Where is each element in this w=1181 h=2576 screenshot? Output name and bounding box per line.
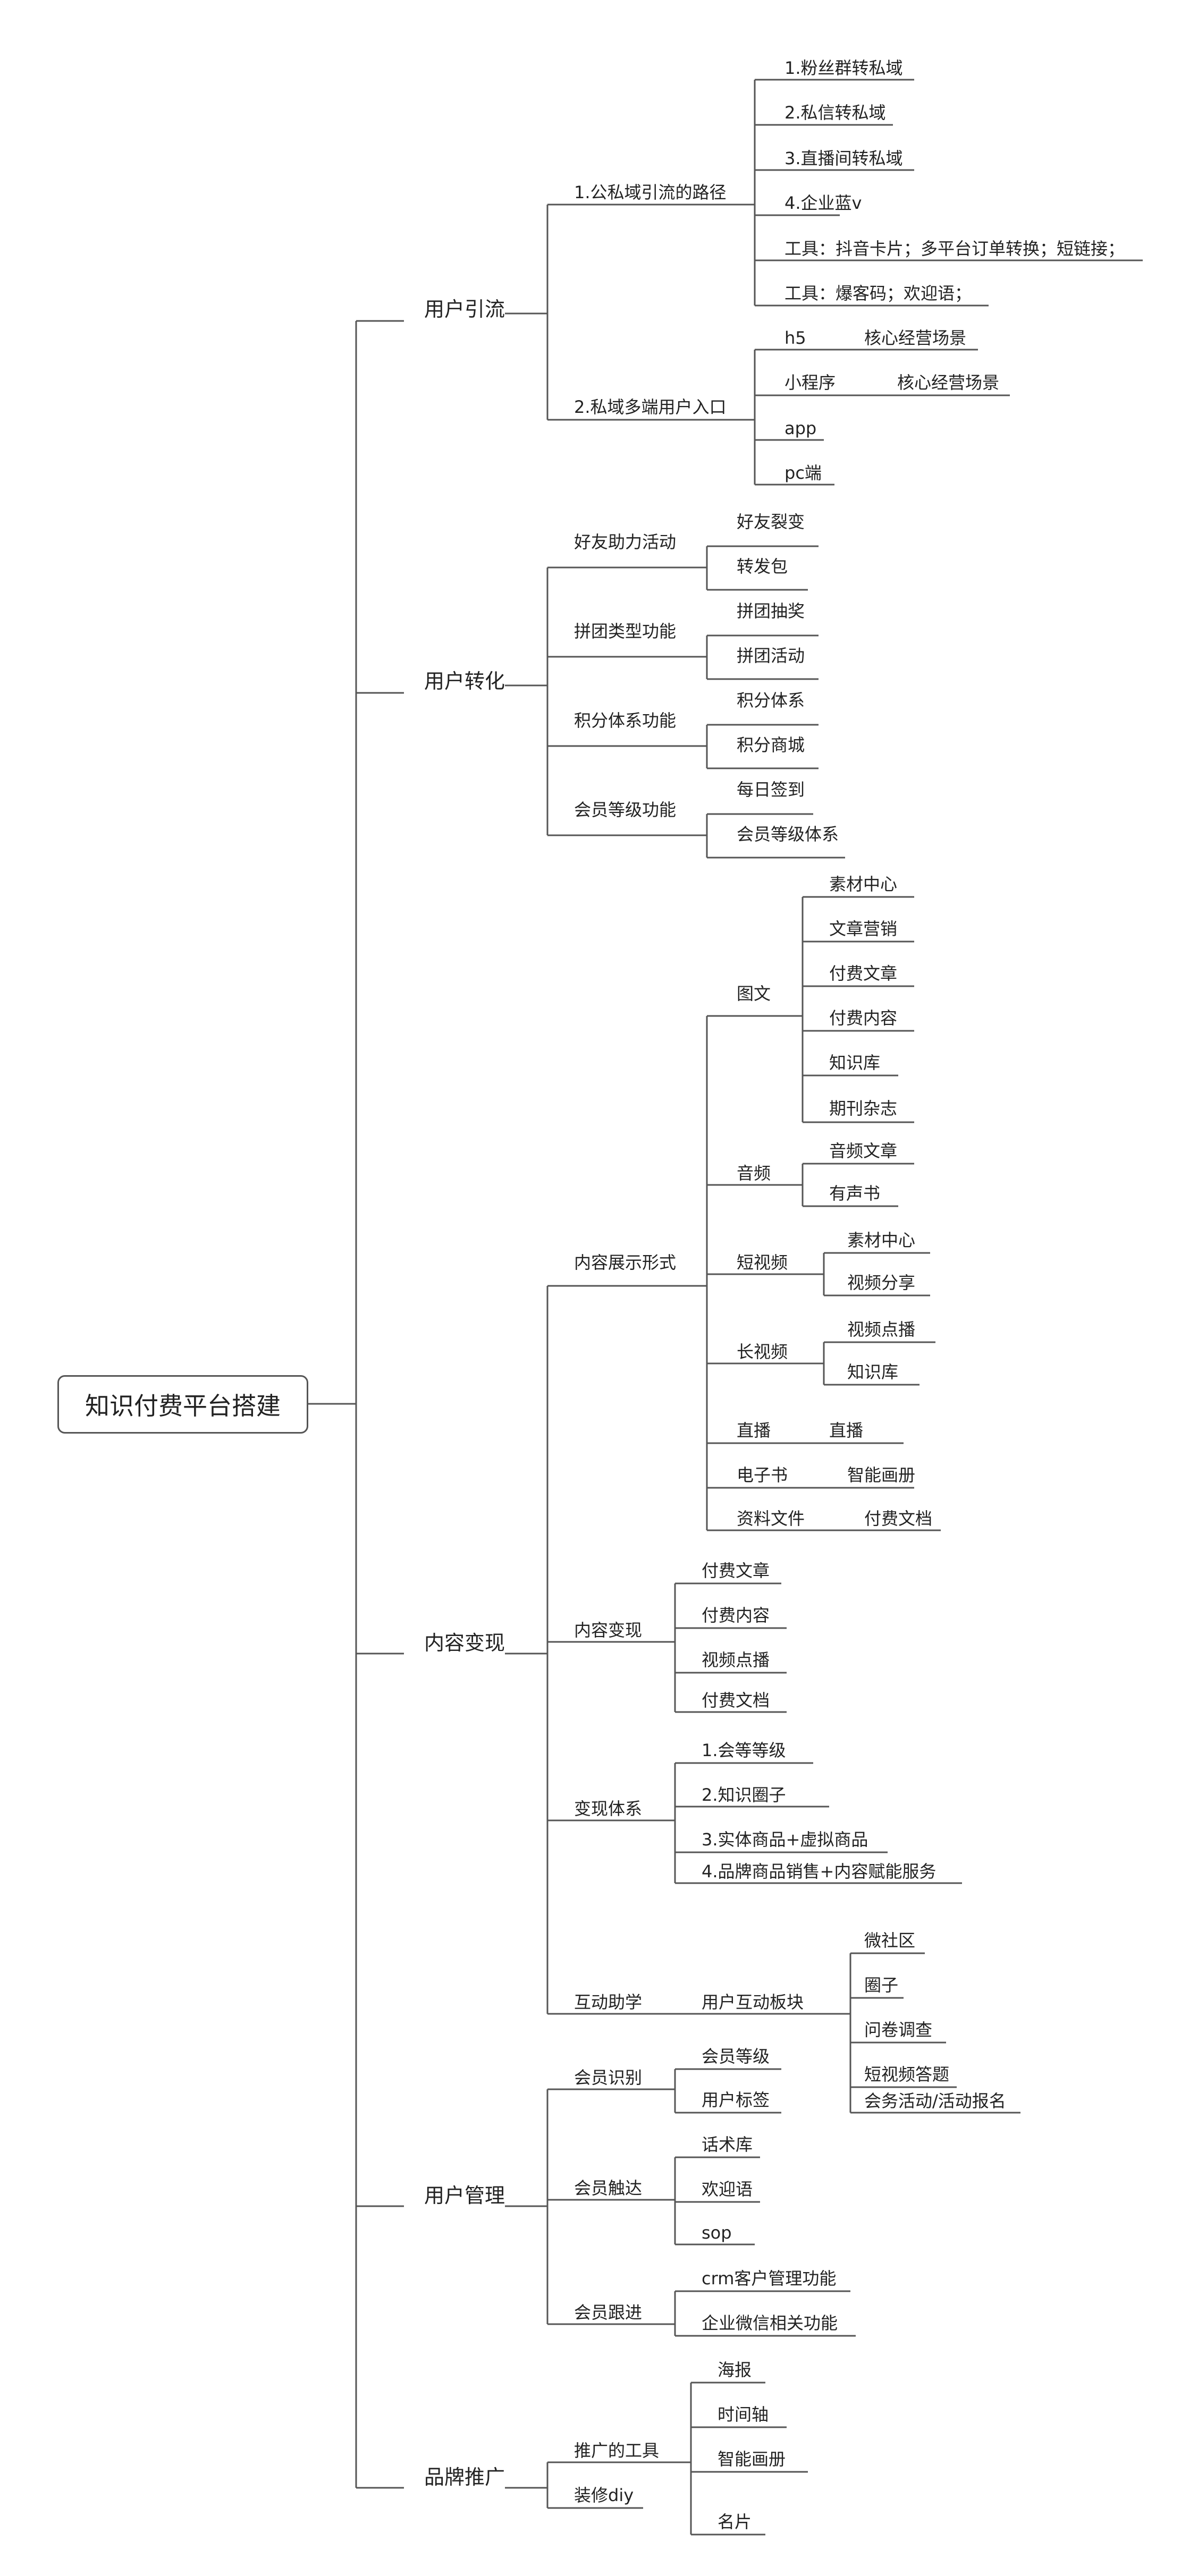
node-zh-a2: 转发包 — [737, 556, 788, 577]
node-pp-2: 时间轴 — [718, 2404, 769, 2425]
node-zh-b: 拼团类型功能 — [574, 621, 677, 641]
node-yl-p2: 2.私信转私域 — [784, 103, 886, 123]
node-nr-zl: 资料文件 — [737, 1509, 805, 1529]
node-yl-p1: 1.粉丝群转私域 — [784, 58, 903, 78]
node-yl-app: app — [784, 418, 817, 438]
node-nr-hd1: 微社区 — [864, 1930, 916, 1951]
node-yl-h5: h5 — [784, 328, 806, 348]
node-nr-dsp: 短视频 — [737, 1252, 788, 1273]
node-yl-mini-note: 核心经营场景 — [897, 372, 1000, 393]
node-gl-a: 会员识别 — [574, 2067, 643, 2088]
node-gl-a2: 用户标签 — [702, 2090, 770, 2110]
node-nr-hd3: 问卷调查 — [864, 2020, 933, 2040]
node-gl-a1: 会员等级 — [702, 2046, 770, 2066]
node-nr-zb: 直播 — [737, 1420, 771, 1440]
node-zh-d1: 每日签到 — [737, 779, 805, 800]
node-zh-d: 会员等级功能 — [574, 800, 677, 820]
node-gl-b1: 话术库 — [702, 2134, 753, 2155]
node-gl-b2: 欢迎语 — [702, 2179, 753, 2199]
node-yl-p3: 3.直播间转私域 — [784, 148, 903, 168]
node-zh-b1: 拼团抽奖 — [737, 601, 805, 621]
node-nr-tw5: 知识库 — [829, 1053, 881, 1073]
node-zh-a1: 好友裂变 — [737, 512, 805, 532]
node-yl-h5-note: 核心经营场景 — [864, 328, 967, 348]
node-pp-3: 智能画册 — [718, 2449, 786, 2469]
node-zh-d2: 会员等级体系 — [737, 824, 839, 844]
node-nr-dsp2: 视频分享 — [847, 1273, 916, 1293]
node-nr-tw: 图文 — [737, 984, 771, 1004]
node-nr-tx1: 1.会等等级 — [702, 1740, 786, 1760]
node-yl-p4: 4.企业蓝v — [784, 193, 862, 213]
node-nr-show: 内容展示形式 — [574, 1252, 677, 1273]
node-zh-c: 积分体系功能 — [574, 710, 677, 731]
node-nr-yp1: 音频文章 — [829, 1141, 898, 1161]
node-l1-neirong: 内容变现 — [424, 1631, 505, 1655]
node-nr-hd5: 会务活动/活动报名 — [864, 2091, 1006, 2111]
node-nr-bx2: 付费内容 — [702, 1605, 770, 1625]
node-zh-c2: 积分商城 — [737, 735, 805, 755]
node-nr-tw6: 期刊杂志 — [829, 1098, 898, 1118]
node-l1-guanli: 用户管理 — [424, 2184, 505, 2207]
node-nr-bx4: 付费文档 — [702, 1690, 770, 1710]
node-yl-pc: pc端 — [784, 463, 822, 483]
node-nr-zb1: 直播 — [829, 1420, 864, 1440]
node-nr-dsp1: 素材中心 — [847, 1230, 916, 1250]
node-zh-b2: 拼团活动 — [737, 646, 805, 666]
node-yl-p6: 工具：爆客码；欢迎语； — [784, 283, 972, 303]
node-nr-tx: 变现体系 — [574, 1799, 643, 1819]
node-yl-mini: 小程序 — [784, 372, 836, 393]
node-pp-a: 推广的工具 — [574, 2441, 660, 2461]
node-nr-zl1: 付费文档 — [864, 1509, 933, 1529]
node-nr-dzs1: 智能画册 — [847, 1465, 916, 1485]
node-yl-path: 1.公私域引流的路径 — [574, 182, 727, 202]
node-gl-c1: crm客户管理功能 — [702, 2268, 837, 2289]
node-nr-hd-sub: 用户互动板块 — [702, 1992, 804, 2012]
node-nr-bx3: 视频点播 — [702, 1650, 770, 1670]
node-pp-4: 名片 — [718, 2512, 752, 2532]
node-nr-bx1: 付费文章 — [702, 1561, 770, 1581]
node-zh-c1: 积分体系 — [737, 690, 805, 710]
node-gl-b3: sop — [702, 2223, 732, 2243]
node-nr-tx3: 3.实体商品+虚拟商品 — [702, 1829, 868, 1850]
root-node: 知识付费平台搭建 — [57, 1375, 308, 1434]
node-nr-yp: 音频 — [737, 1163, 771, 1183]
node-nr-tx2: 2.知识圈子 — [702, 1785, 786, 1805]
node-nr-yp2: 有声书 — [829, 1183, 881, 1204]
node-l1-zhuanhua: 用户转化 — [424, 670, 505, 693]
node-pp-1: 海报 — [718, 2360, 752, 2380]
node-l1-pinpai: 品牌推广 — [424, 2465, 505, 2489]
node-gl-c2: 企业微信相关功能 — [702, 2313, 838, 2333]
node-gl-c: 会员跟进 — [574, 2302, 643, 2323]
node-nr-bx: 内容变现 — [574, 1620, 643, 1640]
node-pp-b: 装修diy — [574, 2485, 634, 2505]
node-yl-entry: 2.私域多端用户入口 — [574, 397, 727, 417]
node-nr-hd4: 短视频答题 — [864, 2064, 950, 2084]
node-nr-hd: 互动助学 — [574, 1992, 643, 2012]
node-nr-tw3: 付费文章 — [829, 963, 898, 984]
node-zh-a: 好友助力活动 — [574, 532, 677, 552]
node-nr-tw2: 文章营销 — [829, 919, 898, 939]
node-nr-tx4: 4.品牌商品销售+内容赋能服务 — [702, 1861, 937, 1882]
node-gl-b: 会员触达 — [574, 2178, 643, 2198]
node-l1-yinliu: 用户引流 — [424, 298, 505, 321]
node-nr-tw4: 付费内容 — [829, 1008, 898, 1028]
node-nr-dzs: 电子书 — [737, 1465, 788, 1485]
node-nr-hd2: 圈子 — [864, 1975, 899, 1995]
node-nr-tw1: 素材中心 — [829, 874, 898, 894]
node-yl-p5: 工具：抖音卡片；多平台订单转换；短链接； — [784, 239, 1125, 259]
node-nr-csp2: 知识库 — [847, 1362, 899, 1382]
node-nr-csp1: 视频点播 — [847, 1319, 916, 1340]
node-nr-csp: 长视频 — [737, 1342, 788, 1362]
